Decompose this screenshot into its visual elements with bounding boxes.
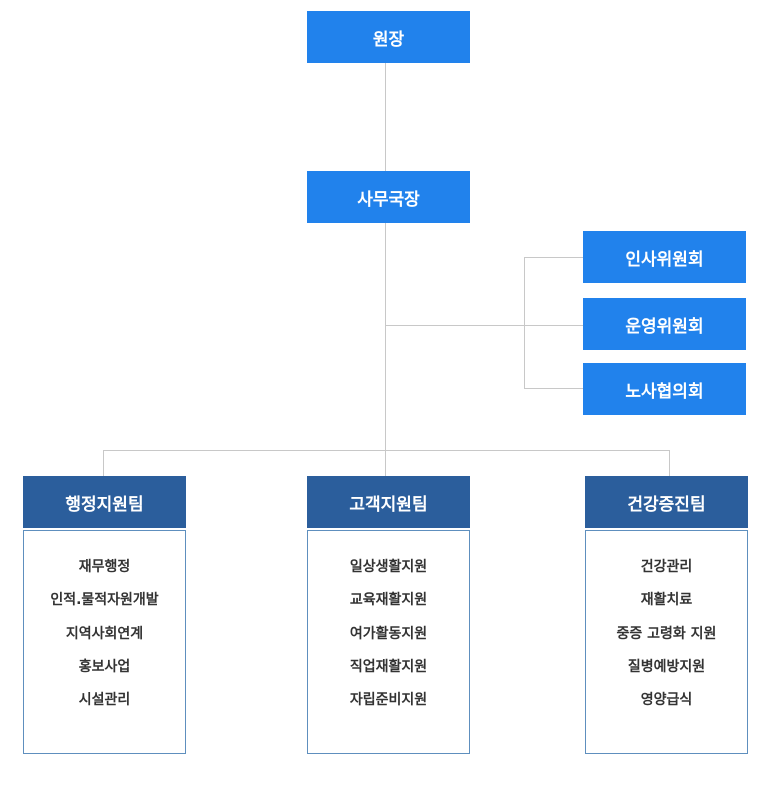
committee-labor-box: 노사협의회 [583,363,746,415]
committee-personnel-box: 인사위원회 [583,231,746,283]
connector-team-bar [103,450,670,451]
team-admin-duties-panel: 재무행정 인적.물적자원개발 지역사회연계 홍보사업 시설관리 [23,530,186,754]
duty-item: 일상생활지원 [349,559,428,575]
duty-list: 일상생활지원 교육재활지원 여가활동지원 직업재활지원 자립준비지원 [308,531,469,717]
duty-item: 지역사회연계 [65,625,144,642]
connector-secretary-to-teams [385,222,386,477]
director-box: 원장 [307,11,470,63]
connector-committee-1 [524,257,583,258]
duty-item: 질병예방지원 [627,658,706,675]
duty-item: 자립준비지원 [349,692,428,709]
duty-item: 직업재활지원 [349,658,428,675]
team-customer-box: 고객지원팀 [307,476,470,528]
connector-committee-branch [385,325,583,326]
team-customer-duties-panel: 일상생활지원 교육재활지원 여가활동지원 직업재활지원 자립준비지원 [307,530,470,754]
duty-item: 여가활동지원 [349,625,428,642]
duty-item: 인적.물적자원개발 [50,592,159,609]
connector-team-right [669,450,670,477]
team-health-box: 건강증진팀 [585,476,748,528]
connector-team-left [103,450,104,477]
team-label: 행정지원팀 [65,494,144,515]
duty-item: 영양급식 [640,692,693,709]
committee-label: 노사협의회 [625,381,704,402]
committee-operations-box: 운영위원회 [583,298,746,350]
committee-label: 인사위원회 [625,249,704,270]
committee-label: 운영위원회 [625,316,704,337]
team-health-duties-panel: 건강관리 재활치료 중증 고령화 지원 질병예방지원 영양급식 [585,530,748,754]
duty-item: 중증 고령화 지원 [616,625,717,642]
connector-committee-3 [524,388,583,389]
team-label: 고객지원팀 [349,494,428,515]
connector-director-to-secretary [385,62,386,172]
duty-list: 재무행정 인적.물적자원개발 지역사회연계 홍보사업 시설관리 [24,531,185,717]
connector-committee-spine [524,257,525,389]
secretary-general-label: 사무국장 [357,189,420,210]
duty-item: 재활치료 [640,592,693,609]
duty-item: 교육재활지원 [349,592,428,609]
duty-item: 건강관리 [640,559,693,575]
duty-item: 재무행정 [78,559,131,575]
secretary-general-box: 사무국장 [307,171,470,223]
duty-item: 시설관리 [78,692,131,709]
team-label: 건강증진팀 [627,494,706,515]
duty-item: 홍보사업 [78,658,131,675]
team-admin-box: 행정지원팀 [23,476,186,528]
director-label: 원장 [372,29,405,50]
duty-list: 건강관리 재활치료 중증 고령화 지원 질병예방지원 영양급식 [586,531,747,717]
